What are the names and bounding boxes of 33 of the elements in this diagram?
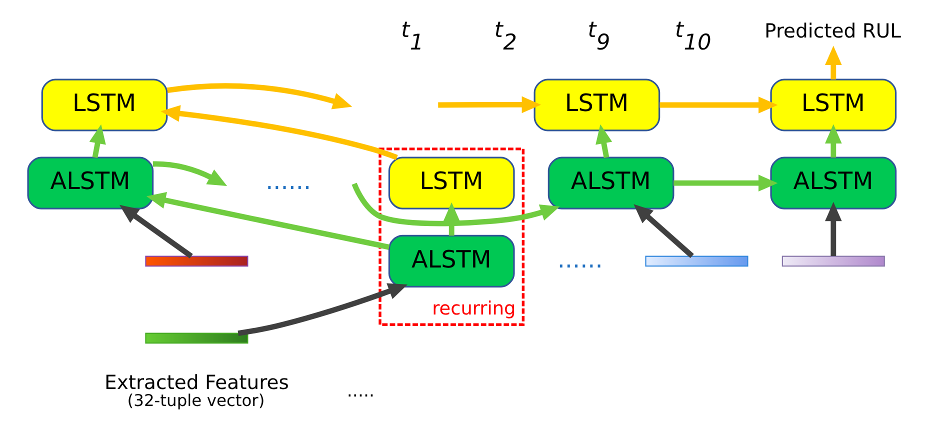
node-box: LSTM [770, 78, 897, 131]
arrow [160, 104, 398, 160]
arrow [146, 192, 390, 250]
node-box: ALSTM [548, 156, 674, 209]
arrow [660, 96, 778, 113]
node-box: ALSTM [770, 156, 897, 209]
node-box: LSTM [41, 78, 168, 131]
node-box: LSTM [388, 156, 515, 209]
arrow [824, 45, 842, 79]
node-bar [782, 255, 885, 266]
node-text: Predicted RUL [764, 19, 902, 42]
arrow [674, 174, 778, 191]
label: ...... [266, 166, 312, 195]
node-bar [645, 255, 748, 266]
node-bar [145, 255, 248, 266]
arrow [238, 282, 408, 336]
node-bar [145, 332, 248, 344]
arrow [824, 124, 842, 158]
arrow [824, 201, 842, 256]
node-box: LSTM [534, 78, 660, 131]
label: ..... [346, 381, 375, 402]
arrow [89, 124, 106, 158]
arrow [438, 96, 542, 113]
arrow [634, 204, 694, 258]
node-box: ALSTM [27, 156, 154, 209]
arrow [352, 182, 560, 226]
arrow [596, 124, 612, 158]
arrow [119, 204, 193, 258]
arrow [443, 202, 460, 236]
arrow [152, 160, 228, 186]
node-box: ALSTM [388, 234, 515, 287]
label: ...... [557, 244, 603, 273]
arrow [166, 82, 352, 109]
